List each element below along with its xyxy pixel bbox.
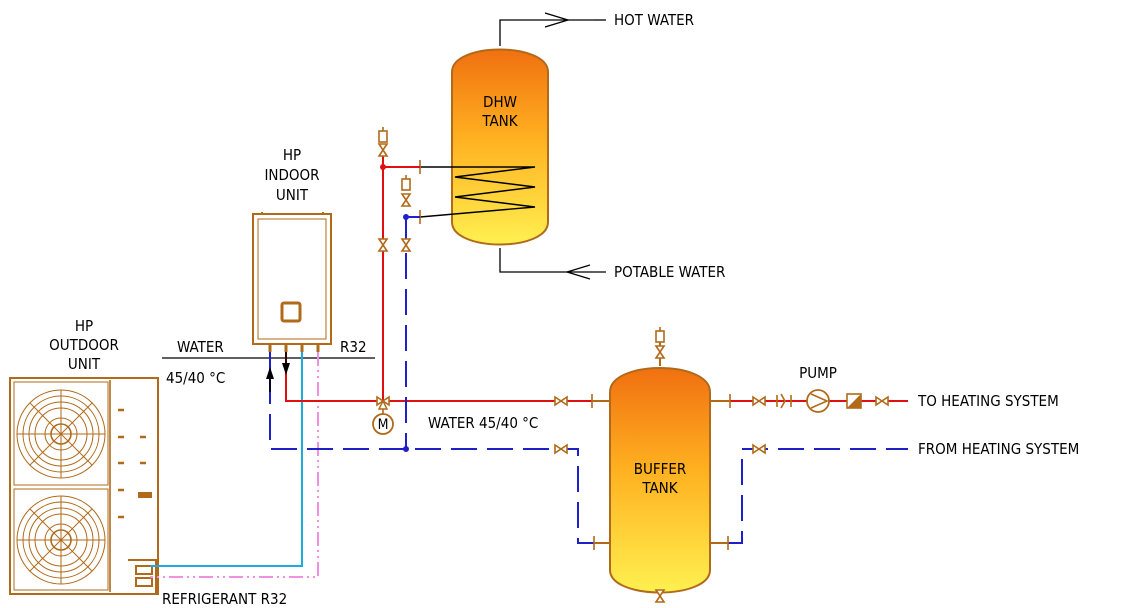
- flow-arrow-up: [266, 367, 274, 379]
- supply-junction: [380, 164, 386, 170]
- motor-actuator-icon: M: [372, 413, 394, 435]
- dhw-tank-label-1: DHW: [483, 93, 517, 111]
- hot-water-line: HOT WATER: [499, 11, 694, 46]
- dhw-tank-label-2: TANK: [481, 112, 518, 130]
- hot-water-label: HOT WATER: [614, 11, 694, 29]
- potable-water-line: POTABLE WATER: [499, 248, 725, 281]
- motor-label: M: [378, 417, 389, 433]
- indoor-label-3: UNIT: [276, 186, 309, 204]
- return-lines: [269, 217, 908, 544]
- outdoor-connector: [128, 559, 157, 595]
- indoor-label-2: INDOOR: [264, 166, 319, 184]
- indoor-label-1: HP: [283, 146, 301, 164]
- refrigerant-liquid-line: [150, 352, 303, 567]
- buffer-tank-label-2: TANK: [641, 479, 678, 497]
- fan-icon-lower: [16, 495, 106, 585]
- outdoor-label-3: UNIT: [68, 355, 101, 373]
- dhw-coil: [419, 166, 536, 218]
- pump-label: PUMP: [799, 364, 837, 382]
- check-valve-icon: [776, 393, 792, 409]
- outdoor-label-2: OUTDOOR: [49, 336, 119, 354]
- water-temp-label: 45/40 °C: [166, 369, 225, 387]
- hp-indoor-unit: HP INDOOR UNIT: [252, 146, 332, 352]
- flow-meter-icon: [846, 393, 862, 409]
- from-heating-label: FROM HEATING SYSTEM: [918, 440, 1079, 458]
- hp-outdoor-unit: HP OUTDOOR UNIT: [9, 317, 159, 595]
- to-heating-label: TO HEATING SYSTEM: [917, 392, 1059, 410]
- pump-icon: [806, 389, 830, 413]
- fan-icon-upper: [16, 389, 106, 479]
- buffer-tank-label-1: BUFFER: [634, 460, 687, 478]
- water-label: WATER: [177, 338, 224, 356]
- refrigerant-label: REFRIGERANT R32: [162, 590, 287, 608]
- potable-water-label: POTABLE WATER: [614, 263, 725, 281]
- return-junction: [403, 446, 409, 452]
- buffer-tank: BUFFER TANK: [591, 338, 731, 600]
- refrigerant-gas-line: [150, 352, 319, 578]
- r32-label: R32: [340, 338, 367, 356]
- dhw-tank: DHW TANK: [419, 48, 549, 246]
- water-main-label: WATER 45/40 °C: [428, 414, 538, 432]
- return-junction-top: [403, 214, 409, 220]
- outdoor-label-1: HP: [75, 317, 93, 335]
- refrigerant-lines: [150, 352, 319, 578]
